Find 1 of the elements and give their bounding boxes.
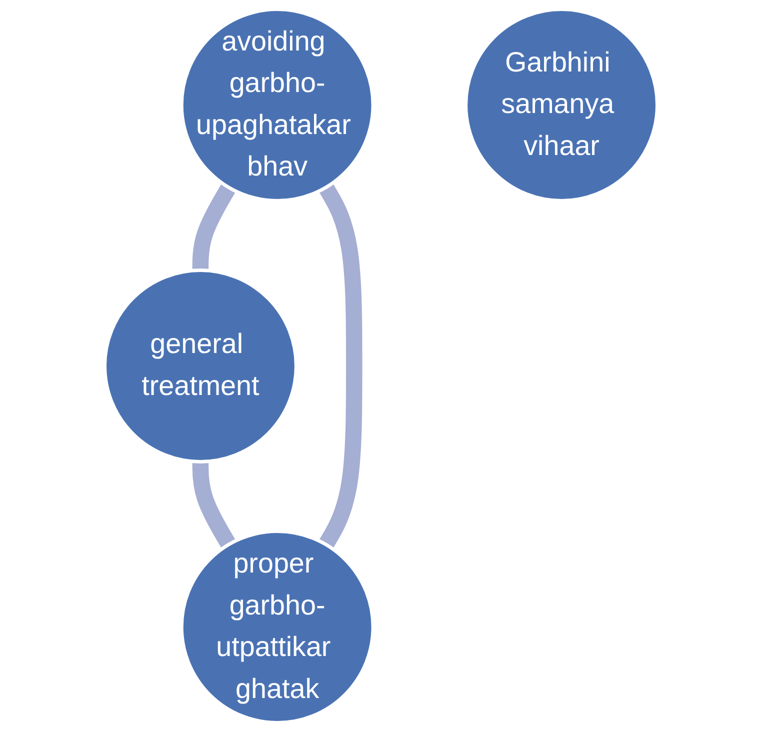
- connector: [318, 183, 362, 549]
